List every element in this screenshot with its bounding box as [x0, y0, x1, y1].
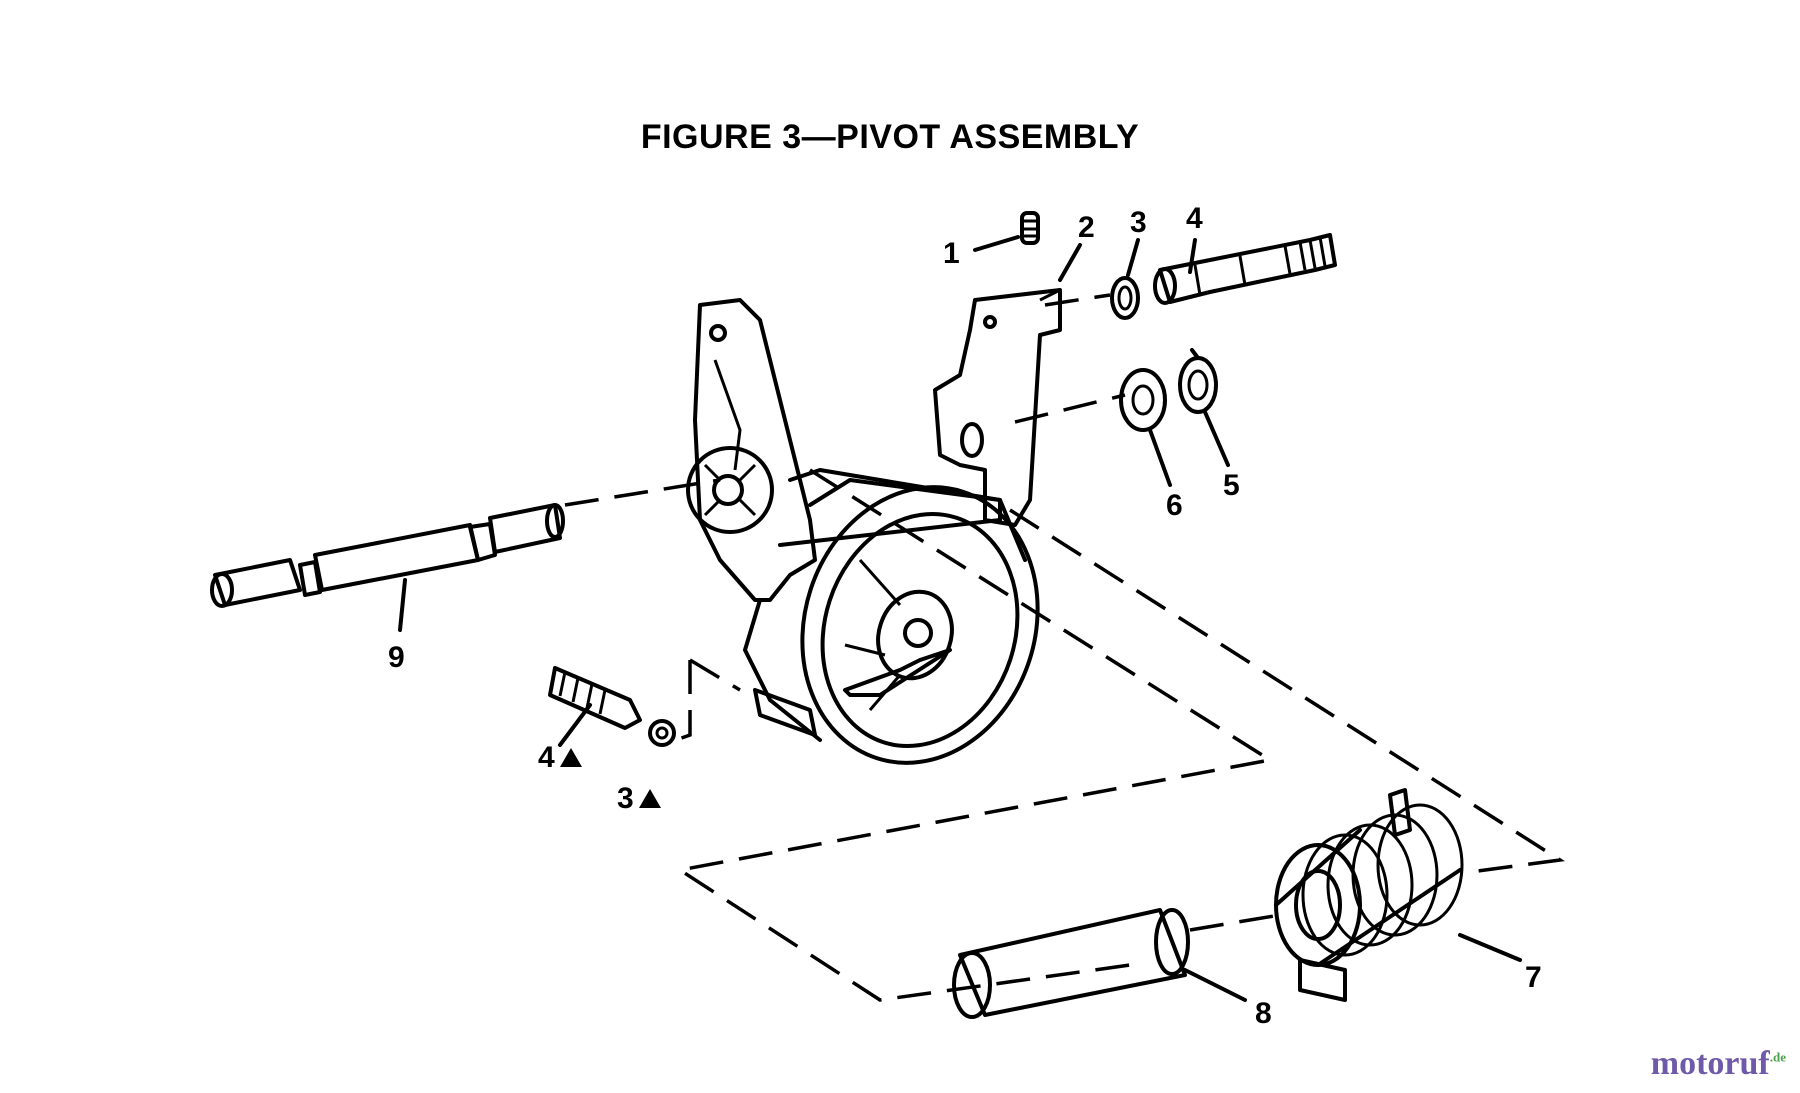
callout-2: 2: [1078, 211, 1095, 244]
callout-labels: 1 2 3 4 5 6 7 8 9 4 3: [388, 202, 1542, 1030]
triangle-marker-icon: [560, 748, 582, 767]
callout-3-lower: 3: [617, 782, 634, 815]
part-6-flat-washer: [1119, 368, 1172, 487]
callout-6: 6: [1166, 489, 1183, 522]
callout-7: 7: [1525, 961, 1542, 994]
part-4-threaded-stud: [1153, 233, 1337, 305]
pivot-bracket: [686, 288, 1062, 765]
assembly-guide-lines: [564, 293, 1565, 1002]
figure-title: FIGURE 3—PIVOT ASSEMBLY: [640, 118, 1140, 156]
callout-9: 9: [388, 641, 405, 674]
part-3-retaining-ring: [1110, 238, 1140, 320]
callout-5: 5: [1223, 469, 1240, 502]
part-3-lower-ring: [648, 719, 676, 747]
part-7-torsion-spring: [1274, 788, 1522, 1002]
part-2-leader: [1058, 243, 1082, 282]
triangle-marker-icon: [639, 789, 661, 808]
callout-1: 1: [943, 237, 960, 270]
callout-4: 4: [1186, 202, 1203, 235]
part-5-lock-washer: [1178, 348, 1230, 467]
part-1-set-screw: [973, 211, 1040, 252]
part-8-spacer-tube: [952, 908, 1247, 1019]
callout-3: 3: [1130, 206, 1147, 239]
part-9-pivot-shaft: [210, 503, 565, 632]
watermark-logo: motoruf.de: [1650, 1045, 1786, 1082]
callout-8: 8: [1255, 997, 1272, 1030]
callout-4-lower: 4: [538, 741, 555, 774]
part-4-lower-stud: [548, 666, 642, 747]
